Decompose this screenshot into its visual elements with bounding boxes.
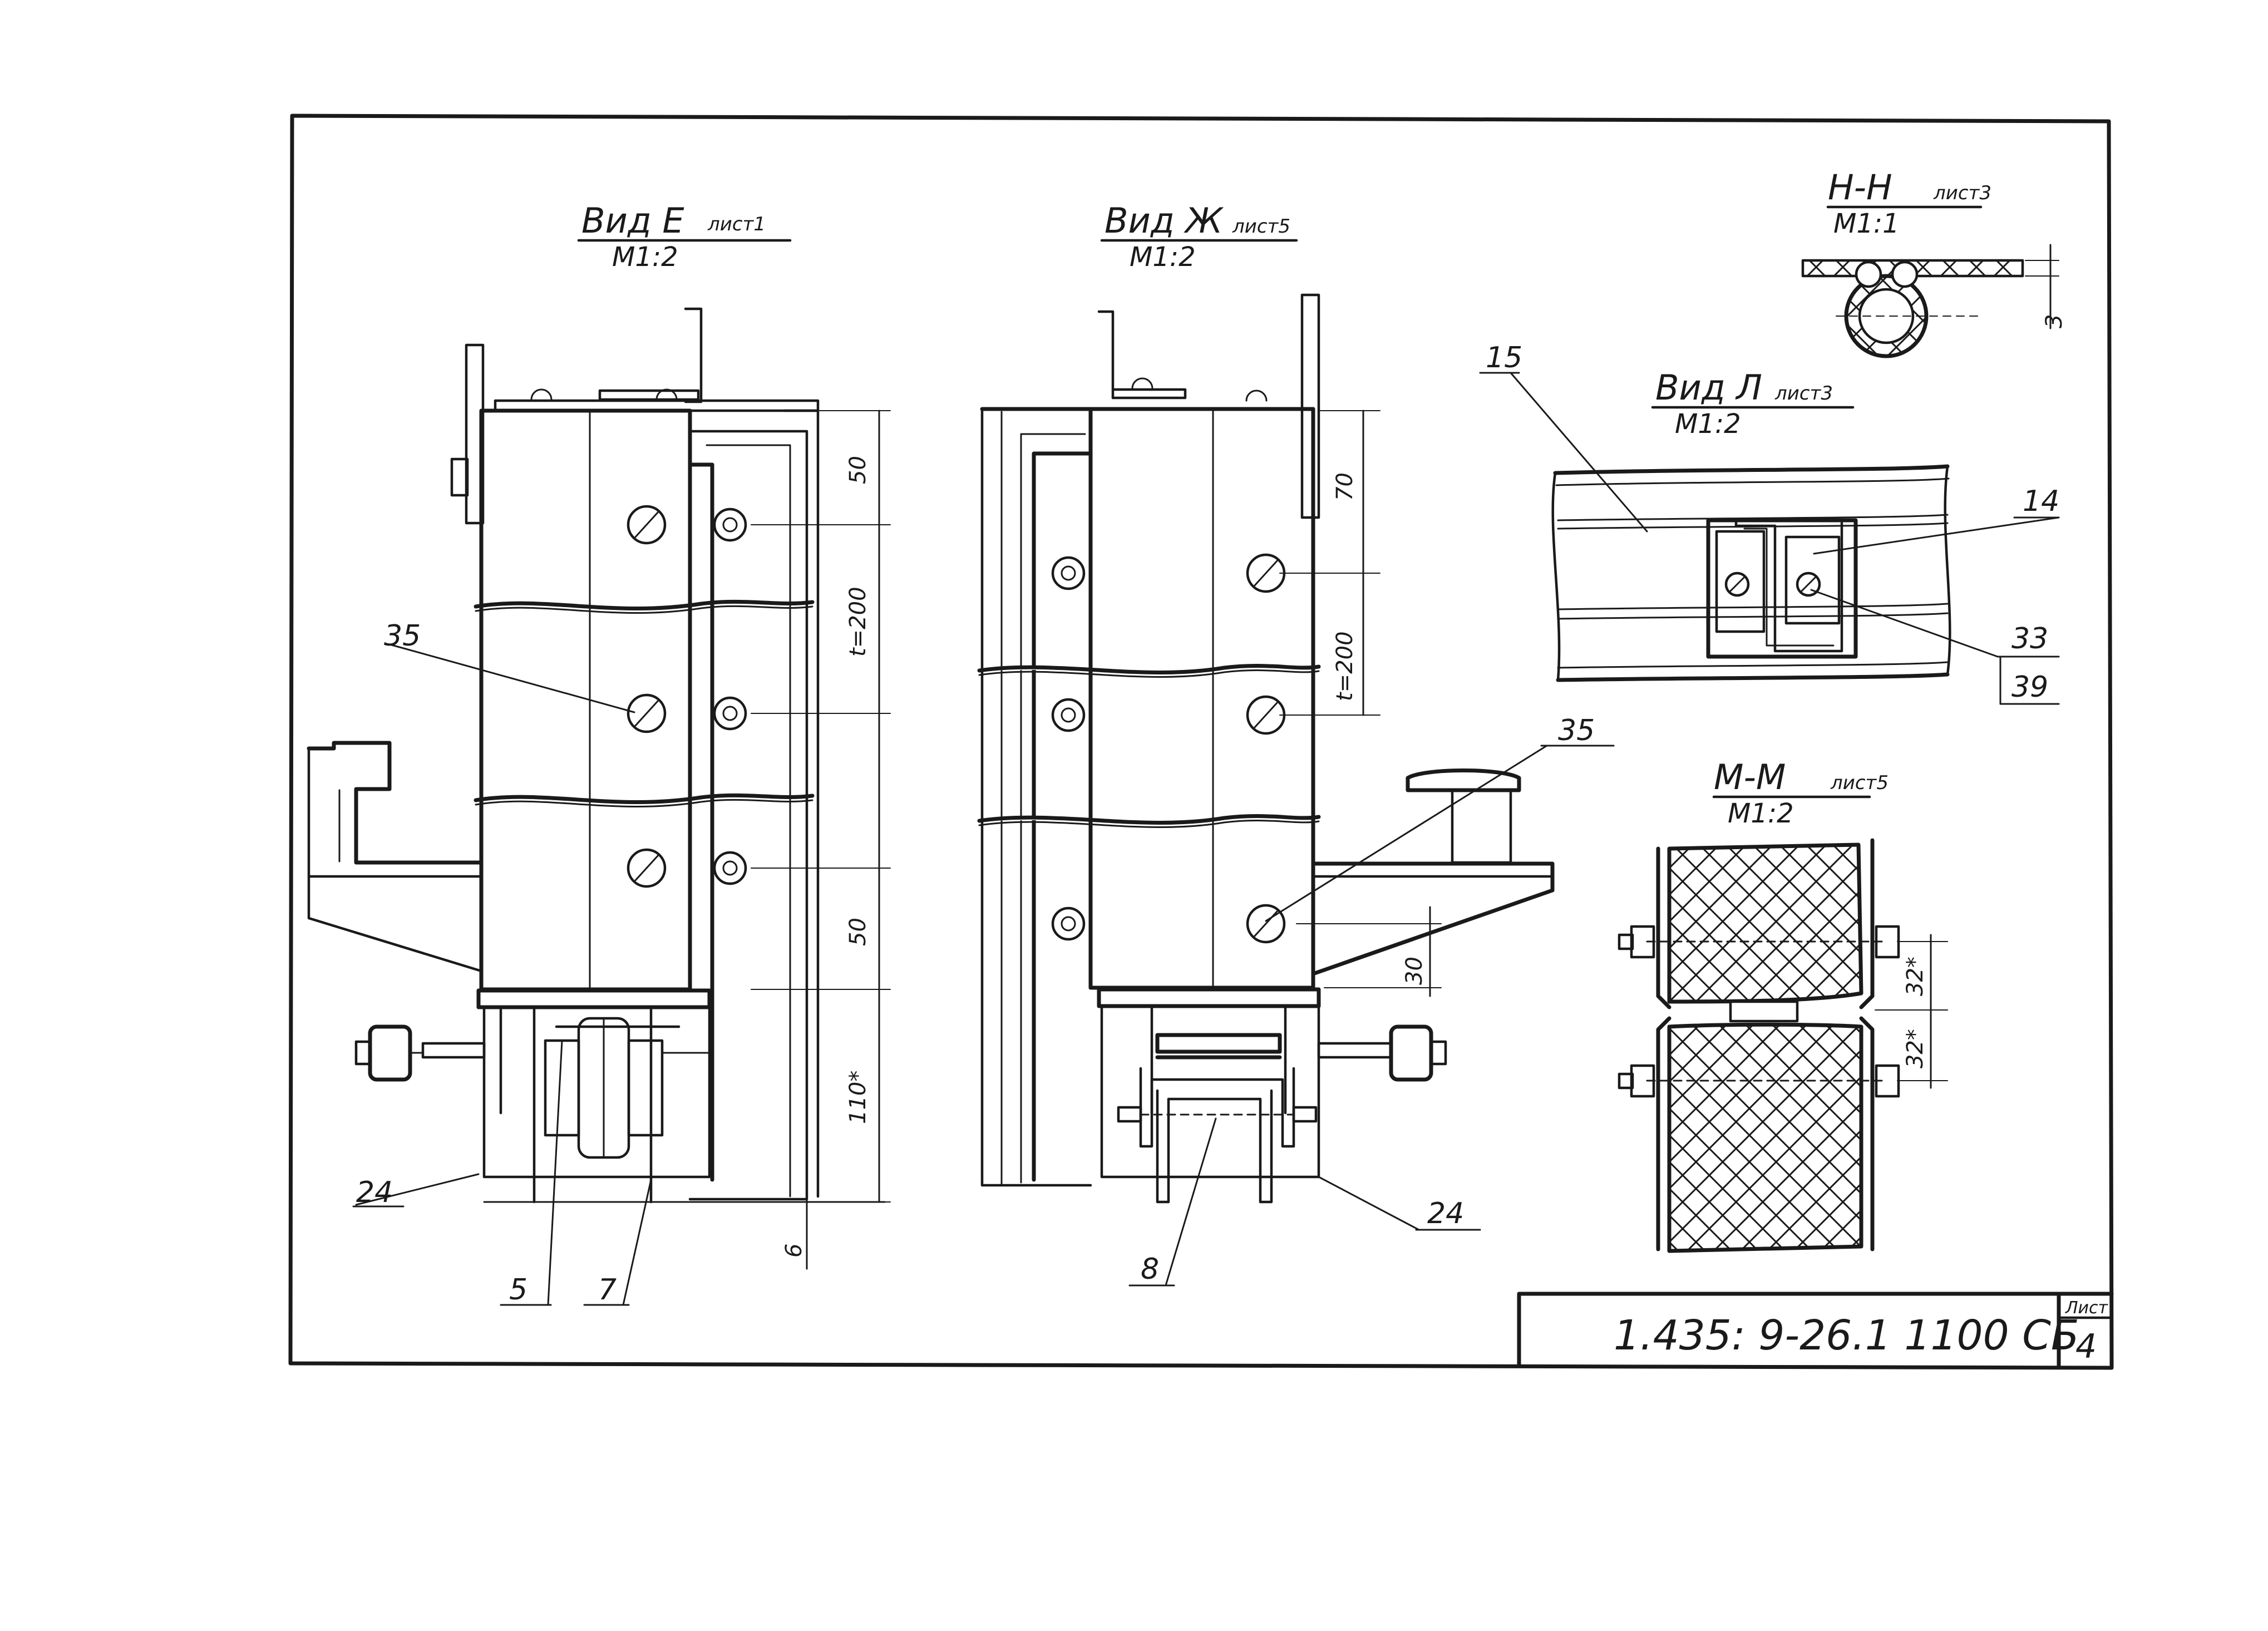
callout-l-15: 15 bbox=[1486, 341, 1522, 375]
section-nn-scale: М1:1 bbox=[1833, 208, 1900, 239]
callout-e-7: 7 bbox=[598, 1273, 617, 1307]
title-block: 1.435: 9-26.1 1100 СБ Лист 4 bbox=[1517, 1292, 2114, 1368]
view-e-bolts bbox=[627, 505, 747, 888]
dim-zh-lower: 30 bbox=[1402, 957, 1427, 985]
view-e-title: Вид Е bbox=[581, 200, 684, 241]
section-mm: М-М лист5 М1:2 32* 32* bbox=[1618, 757, 1948, 1253]
view-zh-bolts bbox=[1051, 553, 1286, 944]
dim-e-top: 50 bbox=[845, 456, 871, 484]
view-l: Вид Л лист3 М1:2 15 14 33 39 bbox=[1479, 341, 2060, 705]
section-mm-scale: М1:2 bbox=[1728, 798, 1794, 829]
section-mm-title: М-М bbox=[1714, 757, 1786, 797]
callout-zh-24: 24 bbox=[1427, 1197, 1464, 1230]
sheet-number: 4 bbox=[2075, 1327, 2097, 1366]
view-l-sheet-ref: лист3 bbox=[1774, 382, 1833, 405]
dim-mm-upper: 32* bbox=[1902, 957, 1928, 996]
callout-e-24: 24 bbox=[356, 1176, 393, 1209]
callout-l-14: 14 bbox=[2023, 485, 2059, 518]
callout-e-5: 5 bbox=[509, 1273, 527, 1307]
callout-l-33: 33 bbox=[2011, 622, 2048, 656]
view-zh-title: Вид Ж bbox=[1105, 200, 1224, 241]
view-e-dimensions: 50 t=200 50 110* 6 bbox=[751, 410, 891, 1270]
section-nn-sheet-ref: лист3 bbox=[1933, 182, 1991, 204]
view-e-scale: М1:2 bbox=[612, 242, 678, 273]
view-l-scale: М1:2 bbox=[1675, 408, 1741, 440]
dim-e-gap: 6 bbox=[781, 1244, 807, 1258]
section-nn-title: Н-Н bbox=[1828, 167, 1892, 208]
callout-zh-35: 35 bbox=[1558, 714, 1595, 747]
dim-zh-top: 70 bbox=[1332, 472, 1358, 501]
callout-l-39: 39 bbox=[2011, 671, 2048, 704]
view-l-title: Вид Л bbox=[1655, 367, 1762, 408]
view-zh-dimensions: 70 t=200 30 bbox=[1279, 410, 1442, 997]
dim-e-pitch: t=200 bbox=[845, 587, 871, 657]
dim-zh-pitch: t=200 bbox=[1332, 631, 1358, 701]
view-zh: Вид Ж лист5 М1:2 bbox=[977, 200, 1615, 1287]
dim-mm-lower: 32* bbox=[1902, 1029, 1928, 1068]
view-zh-scale: М1:2 bbox=[1130, 242, 1196, 273]
callout-zh-8: 8 bbox=[1141, 1253, 1159, 1286]
section-nn: Н-Н лист3 М1:1 3 bbox=[1801, 167, 2067, 358]
doc-code: 1.435: 9-26.1 1100 СБ bbox=[1614, 1312, 2079, 1359]
sheet-label: Лист bbox=[2065, 1298, 2109, 1318]
dim-e-roller: 110* bbox=[845, 1071, 871, 1124]
callout-e-35: 35 bbox=[384, 619, 421, 653]
dim-e-bottom: 50 bbox=[845, 918, 871, 946]
section-mm-sheet-ref: лист5 bbox=[1830, 772, 1889, 794]
view-e: Вид Е лист1 М1:2 bbox=[307, 200, 891, 1307]
view-e-sheet-ref: лист1 bbox=[707, 213, 766, 235]
dim-nn-wall: 3 bbox=[2042, 314, 2067, 328]
drawing-frame bbox=[288, 114, 2114, 1370]
view-zh-sheet-ref: лист5 bbox=[1232, 215, 1290, 238]
